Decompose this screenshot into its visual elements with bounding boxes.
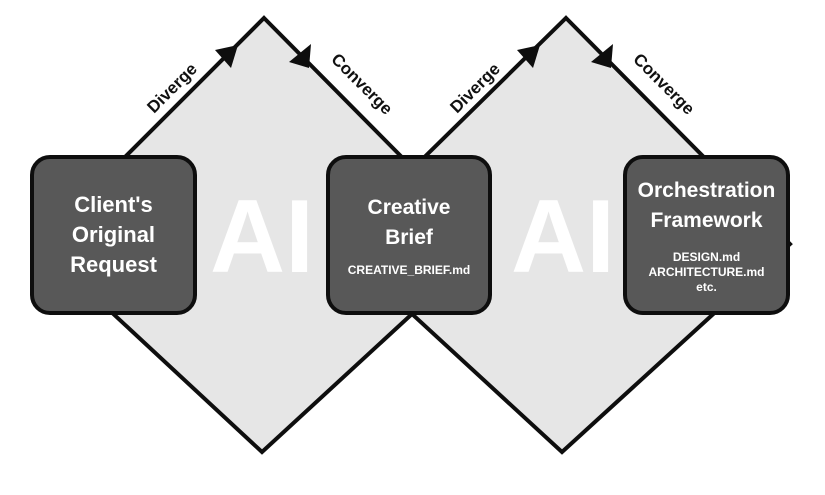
orchestration-framework-files: DESIGN.md ARCHITECTURE.md etc. xyxy=(648,249,765,294)
orchestration-framework-box: Orchestration Framework DESIGN.md ARCHIT… xyxy=(623,155,790,315)
converge-arrow-1 xyxy=(289,44,311,68)
ai-watermark-1: AI xyxy=(210,179,314,295)
diverge-arrow-1 xyxy=(215,45,238,68)
ai-watermark-2: AI xyxy=(511,179,615,295)
creative-brief-filename: CREATIVE_BRIEF.md xyxy=(347,262,471,277)
creative-brief-box: Creative Brief CREATIVE_BRIEF.md xyxy=(326,155,492,315)
client-request-title: Client's Original Request xyxy=(70,192,157,277)
client-request-box: Client's Original Request xyxy=(30,155,197,315)
diverge-arrow-2 xyxy=(517,45,540,68)
creative-brief-title: Creative Brief xyxy=(367,195,451,249)
converge-arrow-2 xyxy=(591,44,613,68)
orchestration-framework-title: Orchestration Framework xyxy=(637,178,776,232)
